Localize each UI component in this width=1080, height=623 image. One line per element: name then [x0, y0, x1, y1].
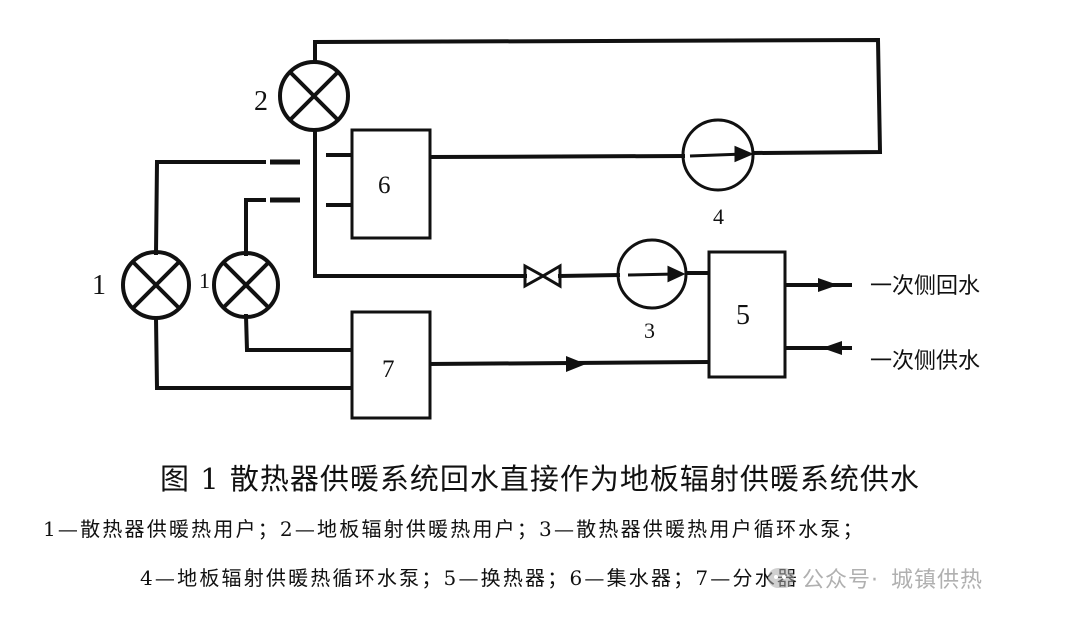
exchanger-5 — [707, 250, 787, 379]
label-pump-radiator: 3 — [644, 318, 655, 343]
radiator-user-1a — [121, 250, 191, 320]
pump-3-radiator-circulation — [616, 238, 688, 310]
floor-user-2 — [278, 60, 350, 132]
label-primary-return: 一次侧回水 — [870, 274, 981, 299]
pipe-diss2-return — [243, 313, 354, 352]
arrow-exchanger-line — [566, 356, 586, 372]
label-distributor: 7 — [382, 356, 395, 383]
pipe-unit2-return — [313, 128, 527, 278]
watermark-prefix: 公众号· — [802, 568, 879, 593]
pump-4-floor-circulation — [681, 118, 755, 192]
figure-legend-line-2: 4—地板辐射供暖热循环水泵；5—换热器；6—集水器；7—分水器 — [140, 566, 800, 590]
wechat-icon — [768, 568, 794, 588]
pipe-diss1-supply — [153, 160, 266, 256]
pipe-diss1-return — [153, 315, 354, 390]
pipe-diss2-supply — [244, 198, 266, 256]
label-floor-user: 2 — [254, 86, 268, 117]
label-radiator-user-b: 1 — [199, 268, 210, 293]
label-radiator-user-a: 1 — [92, 270, 106, 301]
pipe-valve-to-pump3 — [557, 272, 621, 279]
collector-6 — [350, 128, 432, 240]
pipe-pump4-to-collector — [427, 153, 686, 160]
arrow-primary-return — [818, 278, 838, 292]
figure-legend-line-1: 1—散热器供暖热用户；2—地板辐射供暖热用户；3—散热器供暖热用户循环水泵； — [43, 517, 865, 541]
label-exchanger: 5 — [736, 300, 750, 331]
valve — [523, 263, 562, 289]
arrow-primary-supply — [822, 341, 842, 355]
watermark-name: 城镇供热 — [891, 568, 984, 593]
pipe-top-loop — [313, 37, 883, 156]
radiator-user-1b — [212, 251, 280, 319]
watermark: 公众号· 城镇供热 — [768, 562, 983, 594]
label-primary-supply: 一次侧供水 — [870, 349, 981, 374]
label-collector: 6 — [378, 172, 391, 199]
label-pump-floor: 4 — [713, 204, 724, 229]
figure-caption-title: 图 1 散热器供暖系统回水直接作为地板辐射供暖系统供水 — [160, 462, 920, 496]
distributor-7 — [350, 310, 432, 420]
